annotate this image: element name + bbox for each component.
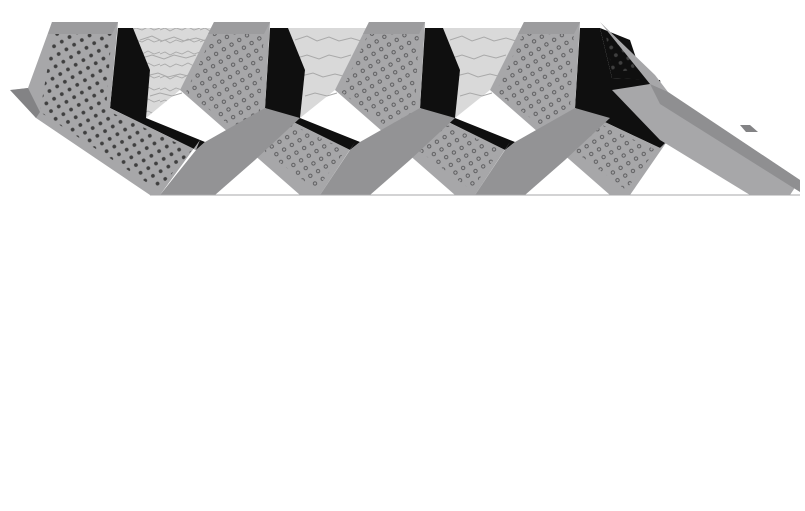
valley-bottom-2 [320, 108, 455, 195]
panel-face-2-perforation [186, 30, 346, 190]
crest-top-1 [48, 22, 118, 34]
perforated-faces [10, 22, 668, 195]
shadow-channel-1 [110, 28, 205, 150]
panel-face-1-lip [10, 88, 40, 118]
crest-top-2 [208, 22, 270, 34]
return-trough-perforation [606, 36, 636, 72]
right-flange-edge [650, 84, 800, 192]
panel-face-3-perforation [341, 30, 501, 190]
crest-top-4 [518, 22, 580, 34]
right-flange [600, 22, 800, 195]
crest-tops [48, 22, 580, 34]
valley-bottom-3 [475, 108, 610, 195]
valley-bottom-1 [160, 108, 300, 195]
insulation-texture-lines [139, 35, 517, 97]
right-flange-lip [740, 125, 758, 132]
valley-bottoms [160, 108, 610, 195]
panel-face-1-perforation [40, 28, 192, 190]
panel-face-4-perforation [496, 30, 656, 190]
crest-top-3 [363, 22, 425, 34]
